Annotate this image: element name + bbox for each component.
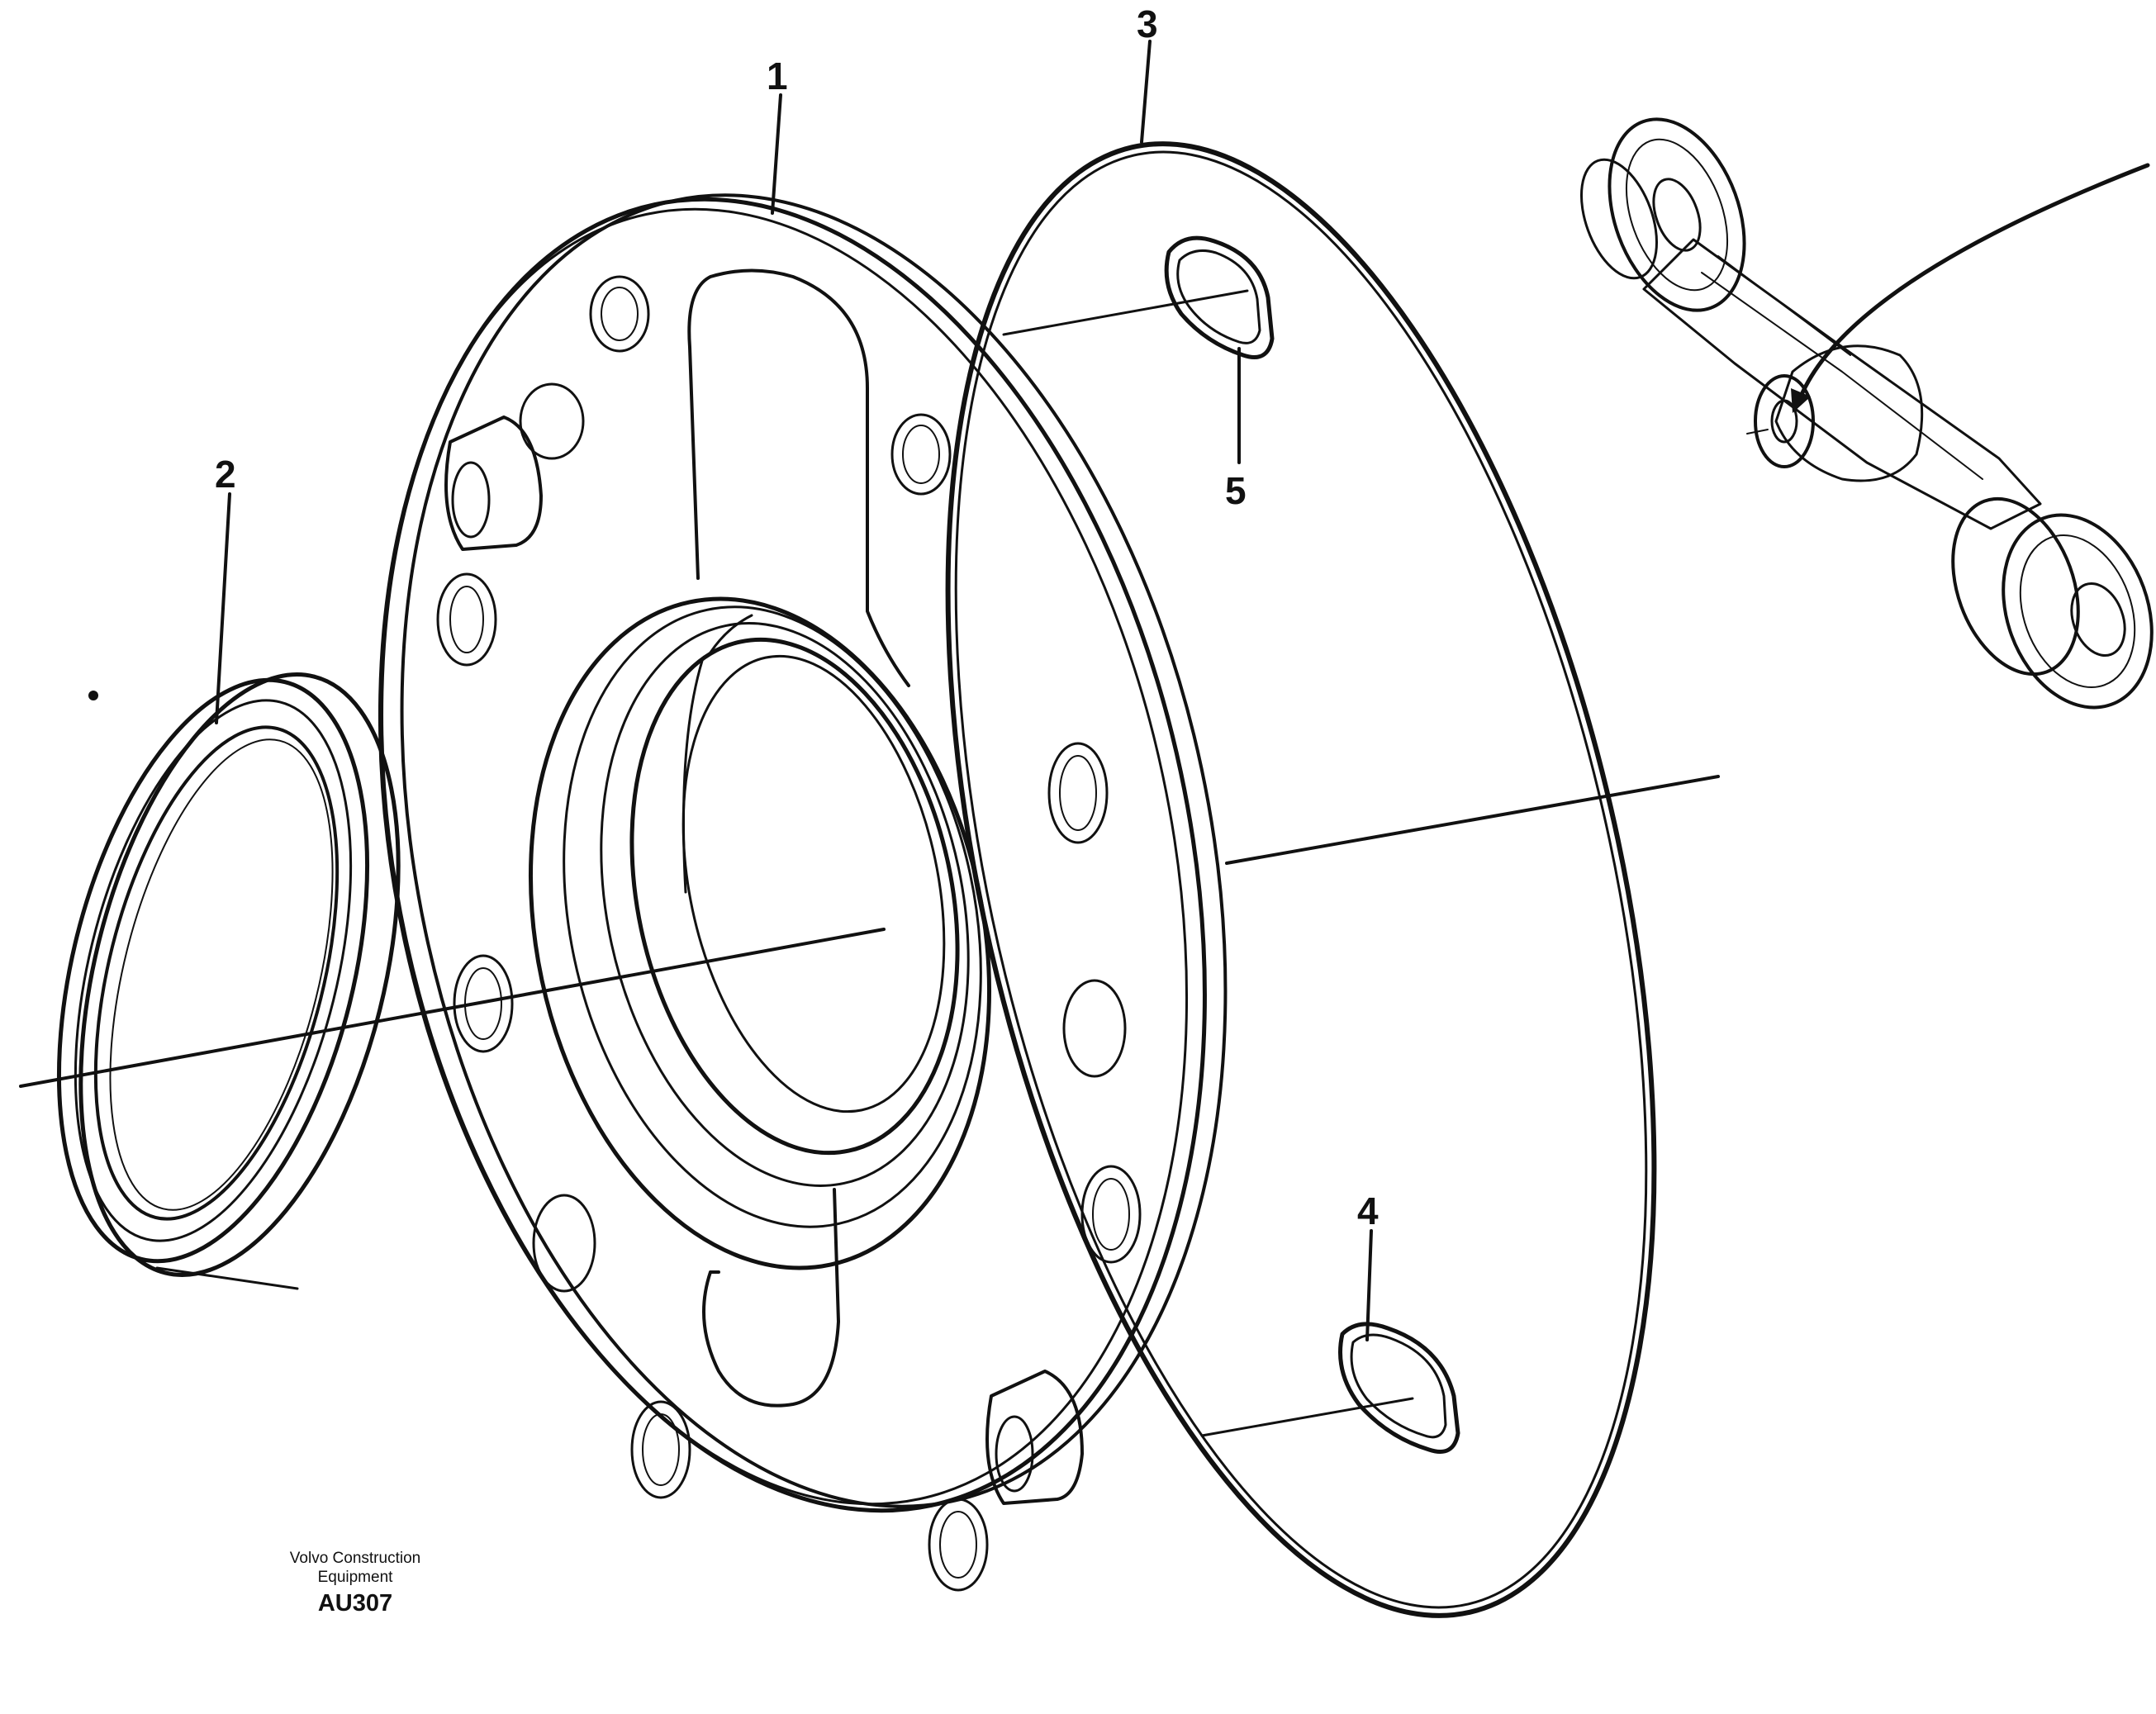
caption-figure-code: AU307	[317, 1590, 393, 1617]
hub-flange	[378, 193, 1228, 1592]
caption-company-line1: Volvo Construction	[289, 1550, 421, 1567]
callout-5: 5	[1225, 469, 1247, 512]
callout-1: 1	[767, 55, 788, 97]
leader-lines	[215, 40, 1373, 1341]
caption-company-line2: Equipment	[317, 1569, 393, 1586]
seal-ring	[56, 672, 401, 1290]
o-ring-upper	[1164, 235, 1275, 359]
figure-caption: Volvo Construction Equipment AU307	[248, 1549, 463, 1618]
gasket-disc	[945, 141, 1657, 1618]
center-axis	[19, 775, 1720, 1088]
callout-3: 3	[1137, 2, 1158, 45]
o-ring-lower	[1338, 1322, 1460, 1454]
o-ring-axes	[1002, 289, 1414, 1437]
axle-inset-illustration	[1579, 117, 2154, 710]
callout-4: 4	[1357, 1189, 1379, 1232]
callout-labels: 1 2 3 4 5	[215, 2, 1379, 1232]
callout-2: 2	[215, 453, 236, 496]
